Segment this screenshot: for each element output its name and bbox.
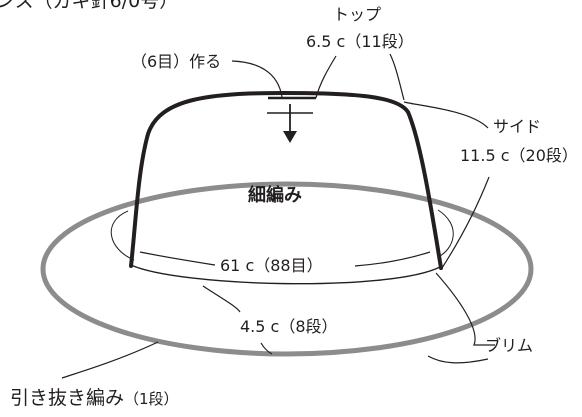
leader-start <box>231 60 283 98</box>
leader-side-lower <box>441 176 490 269</box>
brim-inner-arc-right <box>437 209 454 257</box>
leader-brim <box>435 272 495 346</box>
brim-outline <box>40 181 534 357</box>
side-value: 11.5 c（20段） <box>460 146 578 165</box>
leader-brim-depth-lower <box>260 342 273 355</box>
start-label: （6目）作る <box>131 52 221 71</box>
side-title: サイド <box>493 117 541 136</box>
leader-top <box>315 55 337 99</box>
leader-circumference-right <box>354 251 431 267</box>
leader-top-right <box>389 53 405 101</box>
crown-base-curve <box>130 264 441 285</box>
brim-depth-label: 4.5 c（8段） <box>240 317 338 336</box>
stitch-label: 細編み <box>248 184 302 206</box>
edge-label: 引き抜き編み（1段） <box>10 387 179 409</box>
edge-main: 引き抜き編み <box>10 387 124 409</box>
header-text: ンス（ガギ針6/0号） <box>0 0 178 12</box>
leader-circumference-left <box>139 251 216 266</box>
leader-brim-depth-upper <box>202 285 241 313</box>
leader-side <box>403 101 489 129</box>
top-value: 6.5 c（11段） <box>306 32 414 51</box>
brim-label: ブリム <box>485 336 533 355</box>
leader-brim-bottom <box>427 355 489 364</box>
top-title: トップ <box>333 5 381 24</box>
edge-rows: （1段） <box>124 390 179 408</box>
circumference-label: 61 c（88目） <box>220 256 323 275</box>
arrow-down-icon <box>283 131 297 143</box>
brim-inner-arc <box>110 210 135 261</box>
crown-outline <box>129 90 443 270</box>
leader-edge <box>61 341 159 379</box>
